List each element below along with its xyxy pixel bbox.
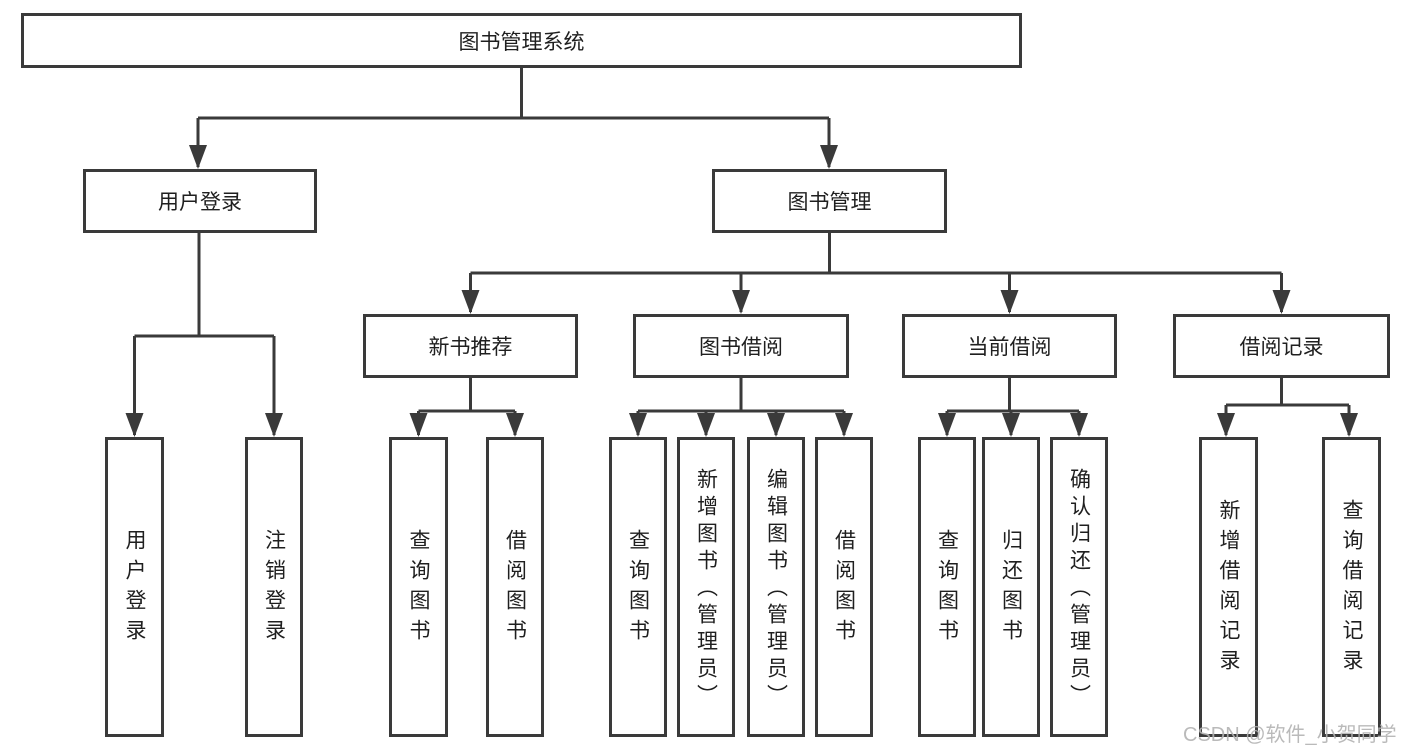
- leaf-query-books-borrow: 查询图书: [609, 437, 667, 737]
- connector-current-to-leaves: [938, 378, 1088, 437]
- leaf-borrow-books-recommend: 借阅图书: [486, 437, 544, 737]
- node-root-library-system: 图书管理系统: [21, 13, 1022, 68]
- leaf-query-books-recommend: 查询图书: [389, 437, 448, 737]
- node-book-management: 图书管理: [712, 169, 947, 233]
- leaf-return-books: 归还图书: [982, 437, 1040, 737]
- connector-newbooks-to-leaves: [409, 378, 524, 437]
- leaf-confirm-return-admin: 确认归还（管理员）: [1050, 437, 1108, 737]
- node-book-borrow: 图书借阅: [633, 314, 849, 378]
- connector-bookmgmt-to-level3: [461, 233, 1291, 314]
- connector-userlogin-to-leaves: [125, 233, 283, 437]
- leaf-borrow-books: 借阅图书: [815, 437, 873, 737]
- connector-borrow-to-leaves: [629, 378, 853, 437]
- connector-records-to-leaves: [1217, 378, 1358, 437]
- leaf-add-borrow-record: 新增借阅记录: [1199, 437, 1258, 737]
- leaf-user-login: 用户登录: [105, 437, 164, 737]
- leaf-logout: 注销登录: [245, 437, 303, 737]
- leaf-query-books-current: 查询图书: [918, 437, 976, 737]
- node-current-borrow: 当前借阅: [902, 314, 1117, 378]
- leaf-add-books-admin: 新增图书（管理员）: [677, 437, 735, 737]
- node-new-book-recommend: 新书推荐: [363, 314, 578, 378]
- leaf-edit-books-admin: 编辑图书（管理员）: [747, 437, 805, 737]
- connector-root-to-level2: [189, 68, 838, 169]
- node-user-login: 用户登录: [83, 169, 317, 233]
- node-borrow-records: 借阅记录: [1173, 314, 1390, 378]
- csdn-watermark: CSDN @软件_小贺同学: [1183, 724, 1397, 746]
- leaf-query-borrow-record: 查询借阅记录: [1322, 437, 1381, 737]
